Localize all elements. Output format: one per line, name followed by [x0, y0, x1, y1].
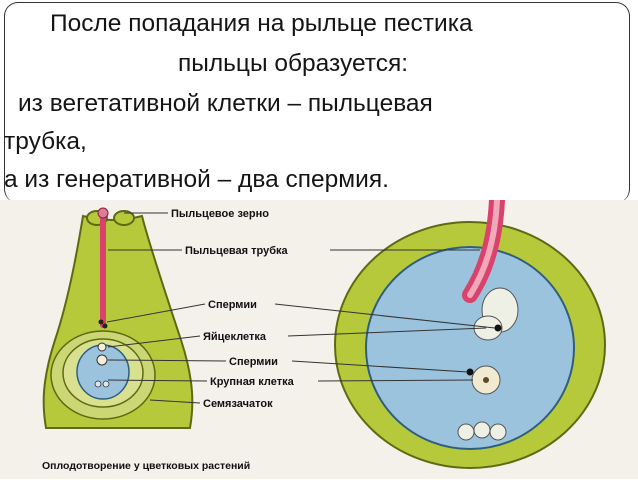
antipodal-cell [473, 421, 491, 439]
text-line-1: После попадания на рыльце пестика [50, 10, 473, 37]
text-panel [4, 2, 630, 203]
fertilization-diagram: Пыльцевое зерно Пыльцевая трубка Спермии… [0, 192, 638, 479]
pistil-cross-section [42, 207, 194, 429]
leader-line [107, 335, 201, 348]
text-line-4: трубка, [4, 128, 87, 155]
leader-line [106, 303, 206, 323]
leader-line [149, 399, 201, 404]
leader-lines [106, 212, 496, 404]
label-sperm-top: Спермии [208, 299, 257, 311]
leader-line [291, 360, 469, 373]
antipodal-cell [457, 423, 475, 441]
leader-line [317, 379, 474, 382]
stigma-lobe-right [113, 210, 135, 226]
ovule-enlarged [334, 192, 606, 469]
antipodal-dot [94, 380, 102, 388]
sperm-dot [466, 368, 474, 376]
embryo-sac-large [365, 246, 575, 450]
fertilization-figure: Пыльцевое зерно Пыльцевая трубка Спермии… [0, 192, 638, 479]
central-nucleus-core [483, 377, 489, 383]
leader-line [287, 327, 487, 337]
pollen-grain-left [97, 207, 109, 219]
label-sperm-bottom: Спермии [229, 356, 278, 368]
text-line-3: из вегетативной клетки – пыльцевая [18, 90, 433, 117]
antipodal-dot [102, 380, 110, 388]
diagram-labels: Пыльцевое зерно Пыльцевая трубка Спермии… [171, 208, 295, 410]
text-line-2: пыльцы образуется: [178, 50, 409, 77]
label-ovule: Семязачаток [203, 398, 273, 410]
label-pollen-grain: Пыльцевое зерно [171, 208, 269, 220]
leader-line [107, 379, 208, 382]
central-cell-dot [96, 354, 108, 366]
embryo-sac [76, 344, 130, 400]
text-line-5: а из генеративной – два спермия. [4, 166, 389, 193]
sperm-dot [102, 323, 108, 329]
sperm-dot [98, 319, 104, 325]
sperm-dot [494, 324, 502, 332]
label-egg-cell: Яйцеклетка [203, 331, 267, 343]
leader-line [274, 303, 496, 329]
leader-line [107, 359, 227, 362]
pollen-tube-right-inner [467, 197, 500, 298]
antipodal-cell [489, 423, 507, 441]
label-large-cell: Крупная клетка [210, 376, 295, 388]
label-pollen-tube: Пыльцевая трубка [185, 245, 289, 257]
egg-cell-dot [97, 342, 107, 352]
figure-caption: Оплодотворение у цветковых растений [42, 460, 250, 472]
